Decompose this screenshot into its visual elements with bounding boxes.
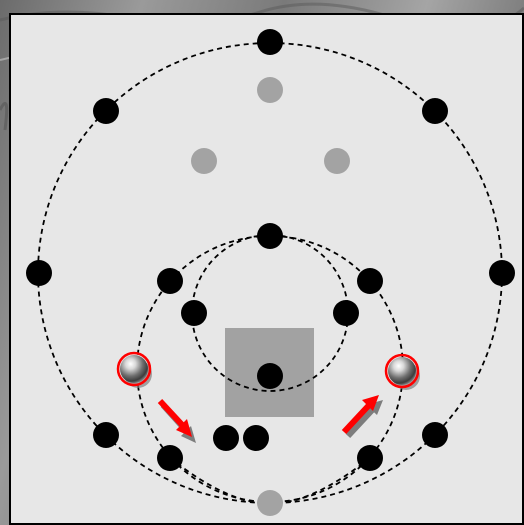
black-marble[interactable] <box>213 425 239 451</box>
silver-ball-icon[interactable] <box>384 353 420 390</box>
black-marbles <box>26 29 515 471</box>
black-marble[interactable] <box>257 363 283 389</box>
black-marble[interactable] <box>26 260 52 286</box>
black-marble[interactable] <box>357 268 383 294</box>
gray-marble[interactable] <box>191 148 217 174</box>
black-marble[interactable] <box>157 268 183 294</box>
move-arrow-icon <box>157 398 196 443</box>
black-marble[interactable] <box>357 445 383 471</box>
black-marble[interactable] <box>422 98 448 124</box>
gray-marble[interactable] <box>324 148 350 174</box>
black-marble[interactable] <box>243 425 269 451</box>
highlight-ring <box>116 351 152 387</box>
black-marble[interactable] <box>422 422 448 448</box>
black-marble[interactable] <box>157 445 183 471</box>
gray-marbles <box>191 77 350 516</box>
silver-ball-icon[interactable] <box>116 351 152 388</box>
black-marble[interactable] <box>489 260 515 286</box>
black-marble[interactable] <box>257 223 283 249</box>
highlight-ring <box>384 353 420 389</box>
move-arrow-icon <box>341 395 383 439</box>
black-marble[interactable] <box>257 29 283 55</box>
black-marble[interactable] <box>93 98 119 124</box>
black-marble[interactable] <box>333 300 359 326</box>
black-marble[interactable] <box>93 422 119 448</box>
gray-marble[interactable] <box>257 77 283 103</box>
black-marble[interactable] <box>181 300 207 326</box>
gray-marble[interactable] <box>257 490 283 516</box>
